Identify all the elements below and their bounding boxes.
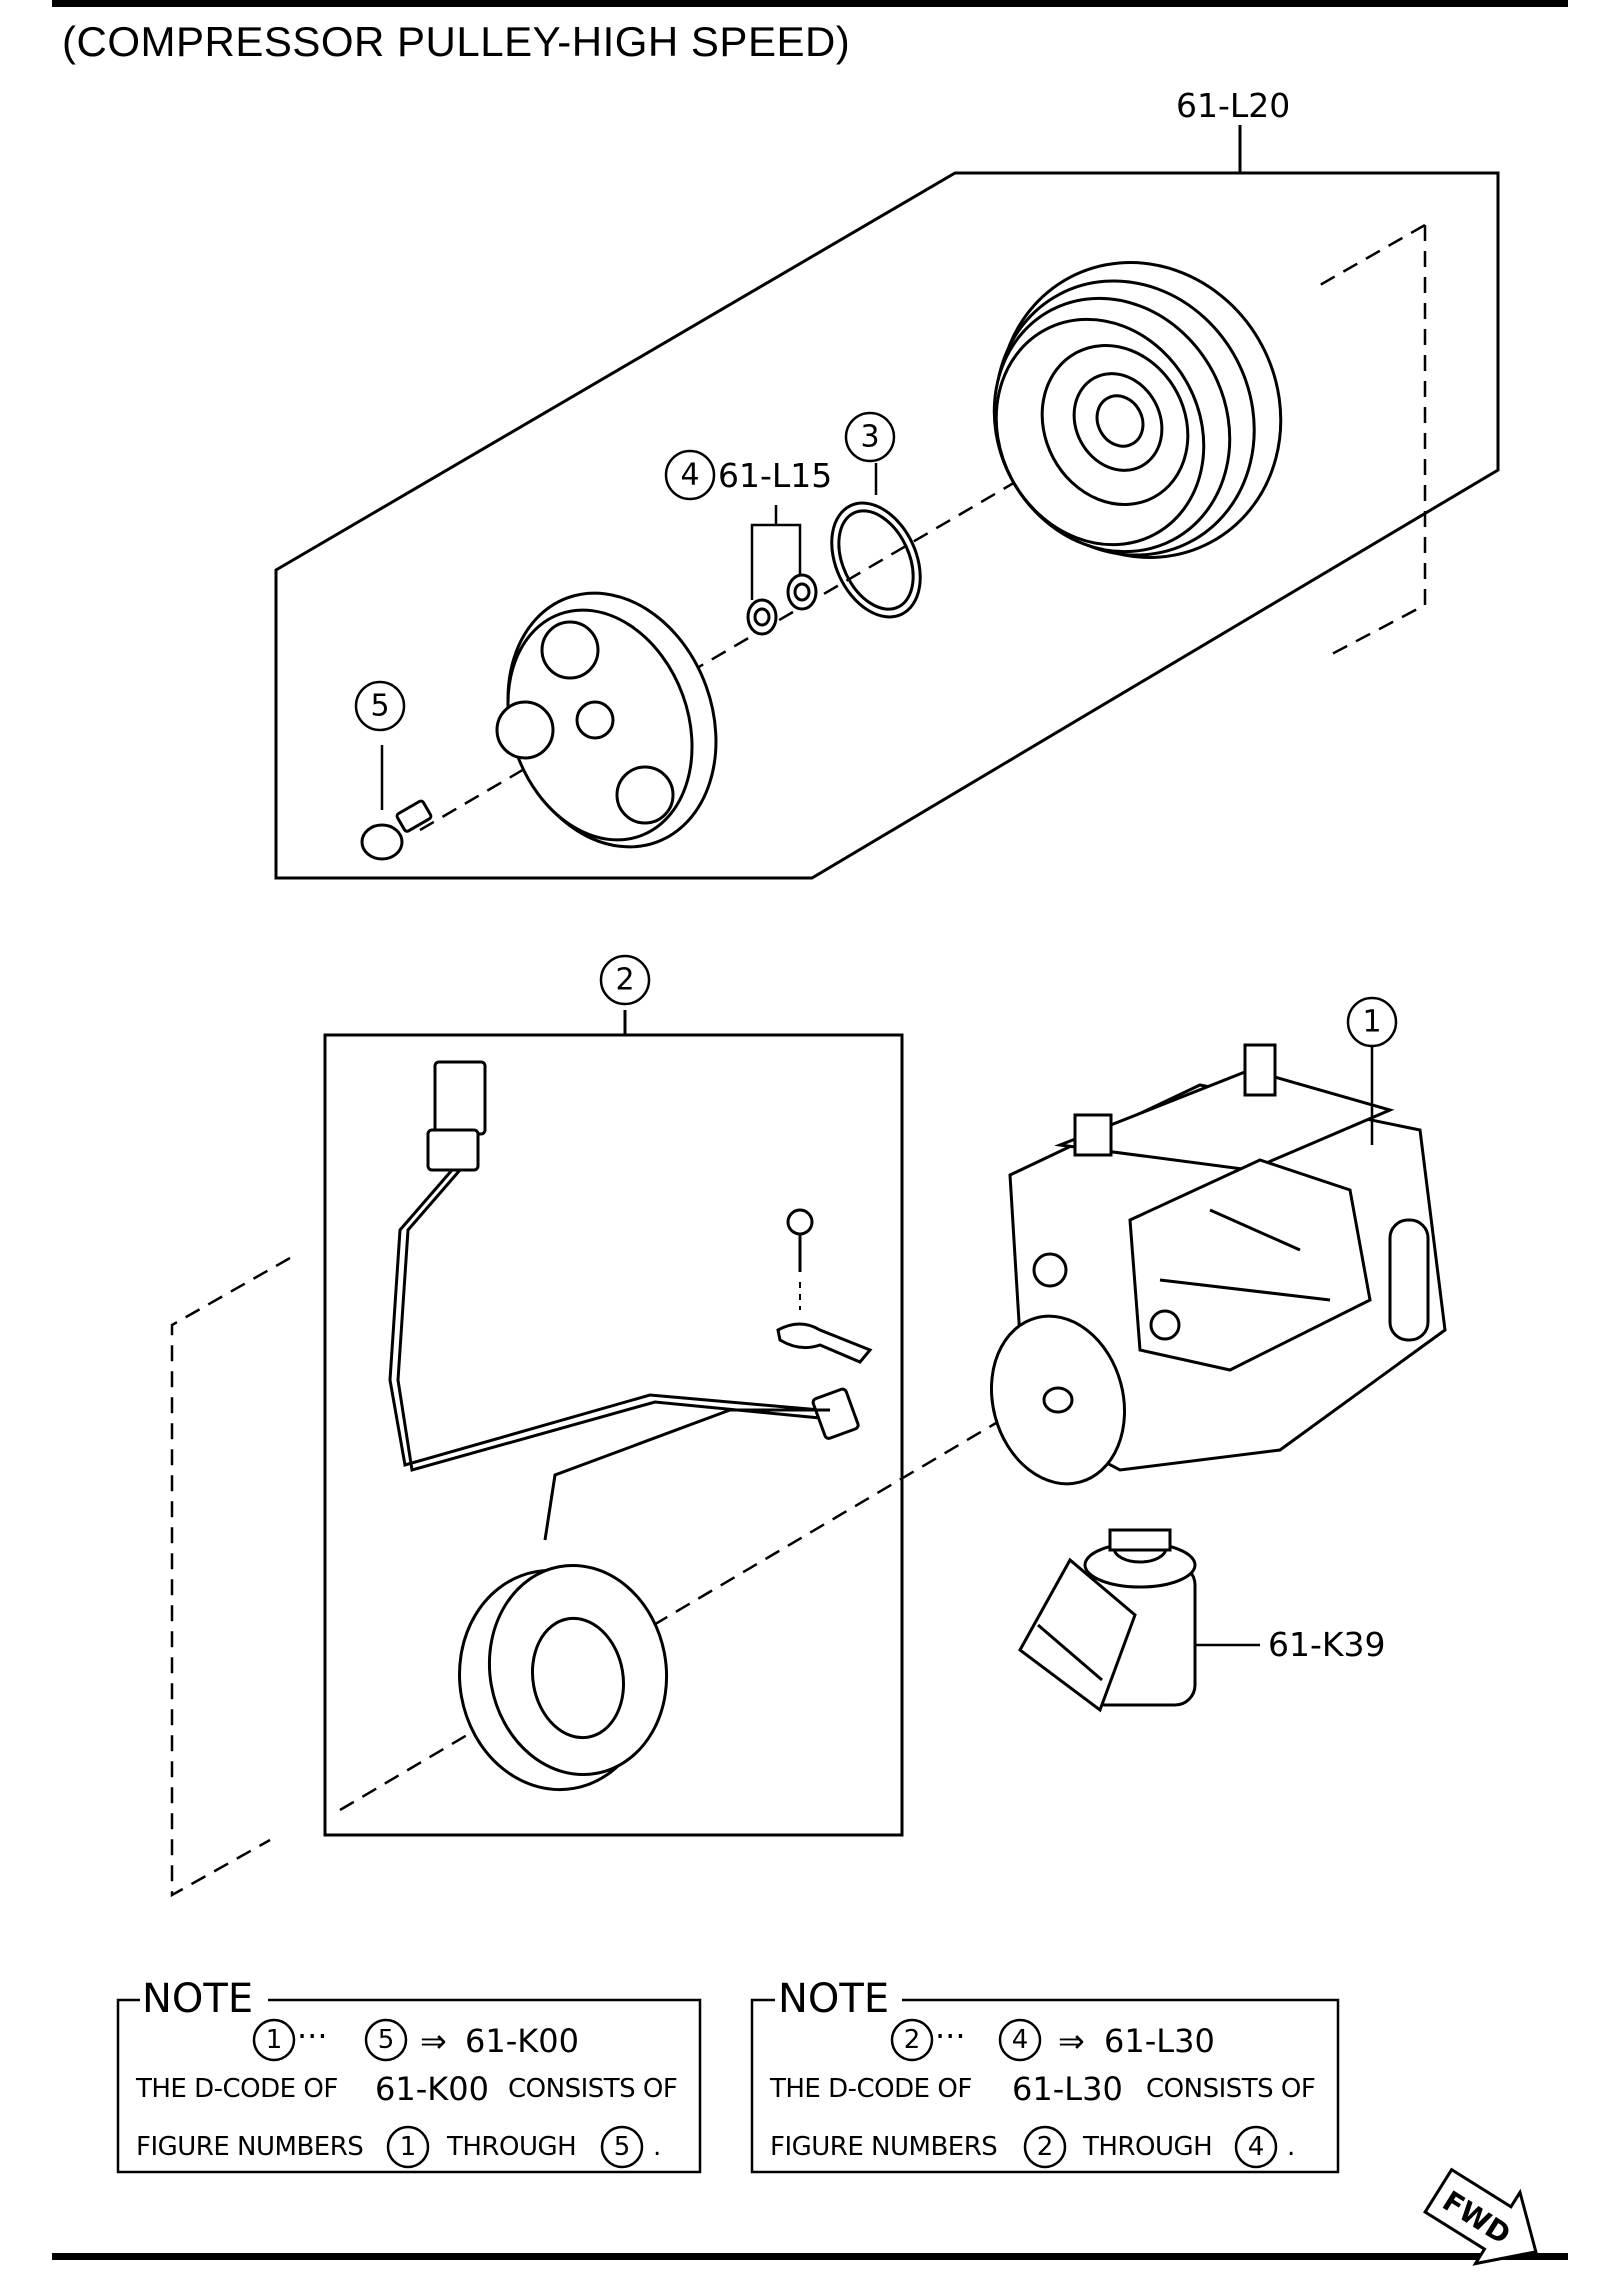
svg-text:5: 5 <box>378 2025 395 2055</box>
svg-text:5: 5 <box>370 689 389 724</box>
svg-text:5: 5 <box>614 2132 631 2162</box>
svg-text:1: 1 <box>400 2132 417 2162</box>
svg-text:···: ··· <box>935 2017 966 2055</box>
svg-text:CONSISTS OF: CONSISTS OF <box>1146 2074 1315 2104</box>
field-coil-group <box>170 1010 1036 1898</box>
svg-text:61-K00: 61-K00 <box>375 2070 489 2108</box>
svg-text:THE D-CODE OF: THE D-CODE OF <box>135 2074 338 2104</box>
compressor <box>989 1043 1447 1486</box>
coil-harness <box>388 1060 873 1541</box>
svg-text:THROUGH: THROUGH <box>1082 2132 1212 2162</box>
code-61-L15: 61-L15 <box>718 456 832 495</box>
callout-2: 2 <box>599 954 651 1006</box>
svg-text:NOTE: NOTE <box>778 1976 889 2022</box>
svg-text:4: 4 <box>680 458 699 493</box>
field-coil <box>458 1563 669 1792</box>
callout-4: 4 <box>664 449 716 501</box>
callout-1: 1 <box>1346 996 1398 1048</box>
svg-text:2: 2 <box>1037 2132 1054 2162</box>
code-61-L20: 61-L20 <box>1176 86 1290 125</box>
pressure-plate <box>495 591 718 849</box>
shims <box>746 505 818 636</box>
svg-text:.: . <box>1287 2132 1295 2162</box>
code-61-K39: 61-K39 <box>1268 1625 1386 1664</box>
field-coil-frame <box>323 1033 904 1837</box>
svg-text:⇒: ⇒ <box>420 2022 447 2060</box>
svg-text:···: ··· <box>297 2017 328 2055</box>
svg-text:2: 2 <box>615 963 634 998</box>
pulley-set-group <box>274 125 1500 880</box>
svg-text:1: 1 <box>266 2025 283 2055</box>
pulley-dashed-bracket <box>1329 225 1427 657</box>
pulley-set-frame <box>274 171 1500 880</box>
top-rule <box>52 0 1568 7</box>
svg-text:4: 4 <box>1012 2025 1029 2055</box>
note-box-2: NOTE 2 ··· 4 ⇒ 61-L30 THE D-CODE OF 61-L… <box>750 1976 1340 2174</box>
callout-3: 3 <box>844 411 896 463</box>
callout-5: 5 <box>354 680 406 732</box>
svg-text:FIGURE NUMBERS: FIGURE NUMBERS <box>136 2132 363 2162</box>
svg-text:3: 3 <box>860 420 879 455</box>
svg-text:4: 4 <box>1248 2132 1265 2162</box>
relay <box>1018 1528 1260 1713</box>
pulley <box>992 261 1283 559</box>
svg-text:2: 2 <box>904 2025 921 2055</box>
svg-text:61-L30: 61-L30 <box>1012 2070 1123 2108</box>
svg-text:FIGURE NUMBERS: FIGURE NUMBERS <box>770 2132 997 2162</box>
svg-text:THE D-CODE OF: THE D-CODE OF <box>769 2074 972 2104</box>
page-title: (COMPRESSOR PULLEY-HIGH SPEED) <box>62 18 851 65</box>
svg-text:CONSISTS OF: CONSISTS OF <box>508 2074 677 2104</box>
bolt <box>360 745 433 861</box>
svg-text:THROUGH: THROUGH <box>446 2132 576 2162</box>
svg-text:NOTE: NOTE <box>142 1976 253 2022</box>
snap-ring <box>830 463 922 619</box>
bottom-rule <box>52 2253 1568 2260</box>
note-box-1: NOTE 1 ··· 5 ⇒ 61-K00 THE D-CODE OF 61-K… <box>116 1976 702 2174</box>
svg-text:1: 1 <box>1362 1005 1381 1040</box>
svg-text:61-L30: 61-L30 <box>1104 2022 1215 2060</box>
svg-text:61-K00: 61-K00 <box>465 2022 579 2060</box>
svg-text:⇒: ⇒ <box>1058 2022 1085 2060</box>
svg-text:.: . <box>653 2132 661 2162</box>
